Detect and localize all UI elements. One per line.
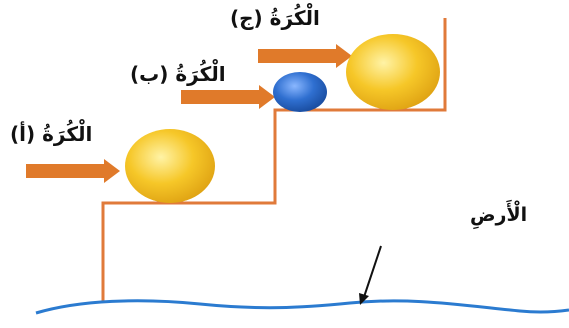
down-left-arrow-icon [359,245,382,305]
ball-b-label: الْكُرَةُ (ب) [130,62,226,86]
right-arrow-icon [258,44,352,68]
ground-label: الْأَرضِ [470,204,528,226]
ball-a-label: الْكُرَةُ (أ) [10,122,93,146]
ball-a [125,129,215,203]
right-arrow-icon [26,159,120,183]
right-arrow-icon [181,85,275,109]
staircase-outline [101,18,447,303]
ground-line [35,299,569,315]
ball-b [273,72,327,112]
ball-c-label: الْكُرَةُ (ج) [230,6,320,30]
ball-c [346,34,440,110]
